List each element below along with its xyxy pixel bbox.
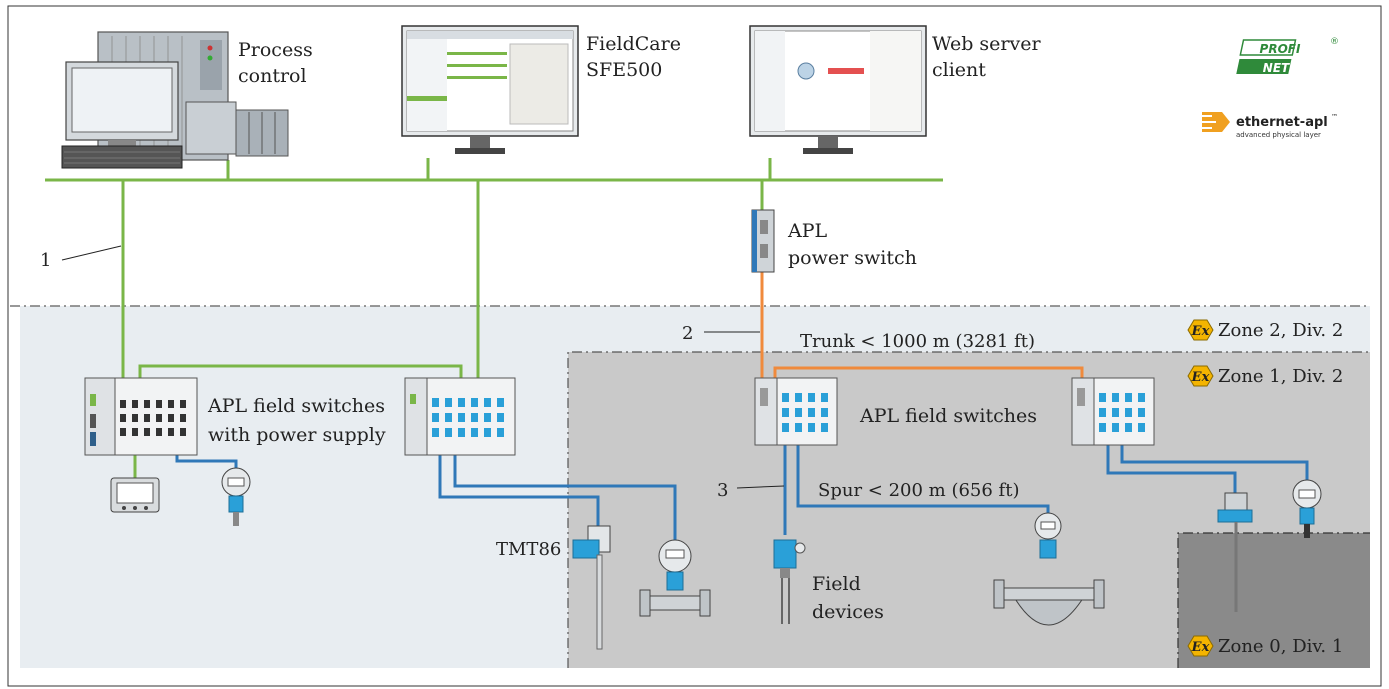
- zone2-label: Zone 2, Div. 2: [1218, 320, 1343, 341]
- field-switch-zone2: [404, 377, 516, 456]
- apl-power-switch: [751, 209, 775, 273]
- ex-symbol-zone0: Ex: [1187, 635, 1214, 657]
- vortex-flowmeter: [639, 539, 711, 617]
- ex-text-zone2: Ex: [1191, 324, 1210, 339]
- ex-symbol-zone1: Ex: [1187, 365, 1214, 387]
- coriolis-flowmeter: [993, 512, 1105, 626]
- trunk-cable: [760, 272, 1084, 380]
- ethernet-apl-logo: ethernet-apl ™ advanced physical layer: [1198, 112, 1338, 139]
- web-server-label-1: Web server: [932, 33, 1041, 55]
- apl-logo-tm: ™: [1331, 113, 1338, 121]
- pressure-transmitter-2: [1292, 479, 1322, 538]
- fieldcare-label-2: SFE500: [586, 59, 662, 81]
- web-server-label-2: client: [932, 59, 986, 81]
- ex-text-zone0: Ex: [1191, 640, 1210, 655]
- display-device: [110, 477, 160, 513]
- callout-2: 2: [682, 323, 693, 344]
- zone0-label: Zone 0, Div. 1: [1218, 636, 1343, 657]
- callout-3: 3: [717, 480, 728, 501]
- field-switch-zone1-b: [1071, 377, 1155, 446]
- ex-text-zone1: Ex: [1191, 370, 1210, 385]
- apl-field-switches-power-label-2: with power supply: [208, 424, 386, 446]
- profinet-top-text: PROFI: [1260, 42, 1301, 56]
- fieldcare-label-1: FieldCare: [586, 33, 681, 55]
- field-devices-label-2: devices: [812, 601, 884, 623]
- profinet-registered-mark: ®: [1330, 37, 1339, 47]
- ethernet-lines: [45, 158, 943, 378]
- apl-logo-name: ethernet-apl: [1236, 115, 1328, 130]
- web-server-monitor: [749, 25, 927, 154]
- apl-field-switches-label: APL field switches: [859, 405, 1037, 427]
- level-switch: [773, 539, 806, 624]
- profinet-logo: PROFI NET ®: [1236, 37, 1339, 75]
- ex-symbol-zone2: Ex: [1187, 319, 1214, 341]
- figure-frame: [7, 5, 1382, 687]
- apl-power-switch-label-1: APL: [787, 220, 828, 242]
- field-devices-label-1: Field: [812, 573, 861, 595]
- process-control-label-1: Process: [238, 39, 313, 61]
- process-control-label-2: control: [238, 65, 307, 87]
- profinet-bottom-text: NET: [1263, 61, 1290, 75]
- field-switch-zone1-a: [754, 377, 838, 446]
- tmt86-label: TMT86: [496, 539, 561, 560]
- apl-field-switches-power-label-1: APL field switches: [207, 395, 385, 417]
- pressure-transmitter-1: [221, 467, 251, 526]
- callout-leaders: [61, 245, 785, 489]
- trunk-label: Trunk < 1000 m (3281 ft): [800, 331, 1035, 352]
- apl-power-switch-label-2: power switch: [788, 247, 917, 269]
- radar-level-sensor: [1217, 492, 1253, 612]
- zone1-label: Zone 1, Div. 2: [1218, 366, 1343, 387]
- spur-label: Spur < 200 m (656 ft): [818, 480, 1019, 501]
- apl-logo-subtitle: advanced physical layer: [1236, 131, 1321, 139]
- callout-1: 1: [40, 250, 51, 271]
- field-switch-power-supply: [84, 377, 198, 456]
- process-control-workstation: [61, 31, 289, 169]
- fieldcare-monitor: [401, 25, 579, 154]
- spur-cables: [133, 445, 1309, 550]
- tmt86-thermometer: [572, 525, 611, 650]
